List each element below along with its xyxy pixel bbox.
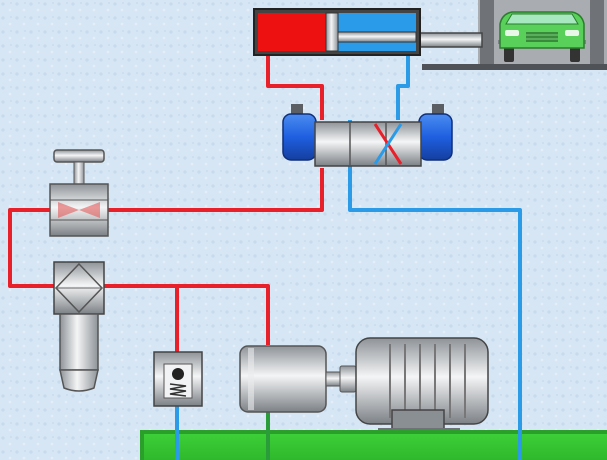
throttle-knob [53, 149, 105, 163]
electric-motor-icon [355, 337, 489, 434]
spring-check-valve-icon [153, 351, 203, 407]
piston-head [325, 12, 339, 52]
pressure-line-cylinder-to-valve [266, 50, 324, 120]
pump-motor-coupling [325, 365, 357, 393]
solenoid-directional-valve-icon [282, 104, 453, 167]
adjustable-throttle-valve-icon [49, 149, 109, 237]
piston-rod [419, 32, 483, 48]
hydraulic-pump-icon [239, 345, 327, 413]
oil-tank-icon [140, 430, 607, 460]
solenoid-coil-right [418, 113, 453, 161]
pressure-relief-valve-icon [53, 261, 105, 392]
cylinder-pressure-chamber [258, 13, 326, 51]
car-icon [499, 11, 585, 62]
hydraulic-cylinder-icon [253, 8, 483, 56]
pressure-line-valve-to-circuit [8, 168, 324, 345]
solenoid-coil-left [282, 113, 317, 161]
return-line-cylinder-to-valve [396, 52, 410, 120]
